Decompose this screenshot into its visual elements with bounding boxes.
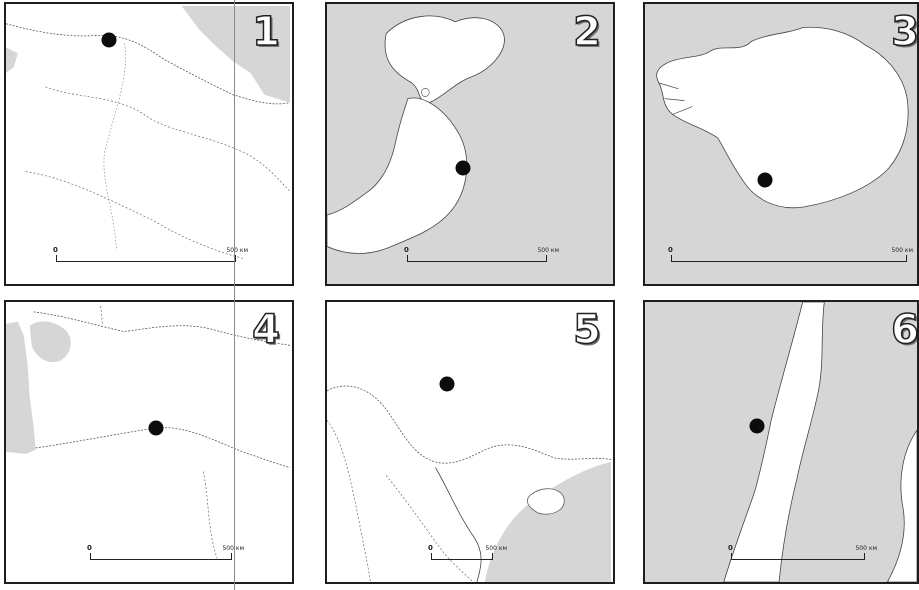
scale-zero: 0 xyxy=(87,544,92,552)
panel-number: 4 xyxy=(251,307,280,353)
sea-region xyxy=(484,461,612,582)
border-line xyxy=(385,475,474,582)
sea-region xyxy=(6,321,36,454)
island-land xyxy=(723,302,825,582)
fjord-coast xyxy=(658,82,693,115)
island-land xyxy=(421,88,430,97)
location-dot xyxy=(439,376,455,392)
map-panel-2: 2 0 500 км xyxy=(325,2,615,286)
map-6-background xyxy=(645,302,917,582)
map-panel-1: 1 0 500 км xyxy=(4,2,294,286)
map-3-background xyxy=(645,4,917,284)
location-dot xyxy=(749,418,765,434)
location-dot xyxy=(101,32,117,48)
location-dot xyxy=(148,420,164,436)
border-line xyxy=(103,43,126,251)
island-land xyxy=(527,488,565,515)
scale-line xyxy=(90,553,232,560)
scale-line xyxy=(671,255,907,262)
scale-label: 500 км xyxy=(537,247,559,254)
scale-zero: 0 xyxy=(668,246,673,254)
map-2-background xyxy=(327,4,613,284)
scale-bar: 0 500 км xyxy=(53,242,248,266)
scale-line xyxy=(407,255,547,262)
scale-label: 500 км xyxy=(855,545,877,552)
panel-number: 3 xyxy=(890,9,919,55)
border-line xyxy=(100,305,218,559)
scan-artifact-line xyxy=(234,0,235,590)
scale-line xyxy=(56,255,236,262)
border-line xyxy=(35,427,291,469)
map-1-background xyxy=(6,5,291,259)
panel-number: 1 xyxy=(251,9,280,55)
panel-number: 6 xyxy=(890,307,919,353)
scale-label: 500 км xyxy=(222,545,244,552)
scale-label: 500 км xyxy=(891,247,913,254)
island-land xyxy=(384,15,505,104)
scale-line xyxy=(731,553,865,560)
location-dot xyxy=(455,160,471,176)
scale-zero: 0 xyxy=(53,246,58,254)
scale-zero: 0 xyxy=(428,544,433,552)
map-panel-3: 3 0 500 км xyxy=(643,2,919,286)
sea-region xyxy=(29,321,71,363)
map-panel-5: 5 0 500 км xyxy=(325,300,615,584)
mainland-land xyxy=(327,97,468,254)
map-panel-4: 4 0 500 км xyxy=(4,300,294,584)
scale-bar: 0 500 км xyxy=(87,540,244,564)
scale-zero: 0 xyxy=(404,246,409,254)
scale-bar: 0 500 км xyxy=(668,242,913,266)
mainland-land xyxy=(886,429,917,582)
scale-bar: 0 500 км xyxy=(428,540,507,564)
scale-zero: 0 xyxy=(728,544,733,552)
coastline xyxy=(435,467,482,582)
map-panel-6: 6 0 500 км xyxy=(643,300,919,584)
panel-number: 2 xyxy=(572,9,601,55)
border-line xyxy=(327,385,612,464)
sea-region xyxy=(181,5,291,103)
panel-number: 5 xyxy=(572,307,601,353)
scale-label: 500 км xyxy=(226,247,248,254)
scale-label: 500 км xyxy=(485,545,507,552)
border-line xyxy=(45,86,291,192)
scale-line xyxy=(431,553,493,560)
scale-bar: 0 500 км xyxy=(728,540,877,564)
map-5-background xyxy=(327,385,612,582)
border-line xyxy=(327,420,371,582)
border-line xyxy=(33,311,291,346)
scale-bar: 0 500 км xyxy=(404,242,559,266)
map-4-background xyxy=(6,305,291,559)
location-dot xyxy=(757,172,773,188)
sea-region xyxy=(6,47,18,74)
